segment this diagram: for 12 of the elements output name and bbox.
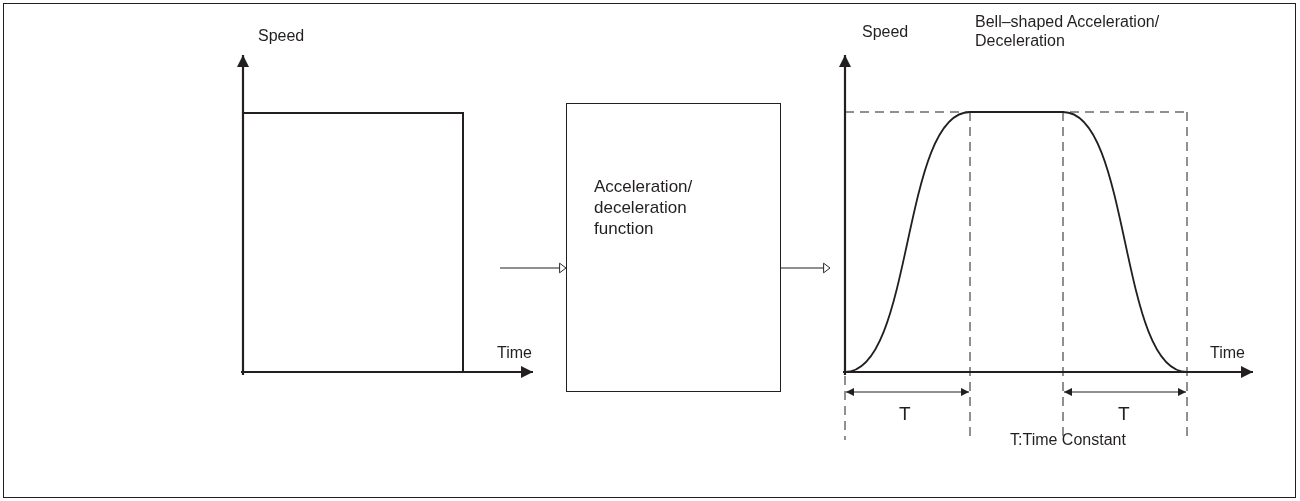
chart-title: Bell–shaped Acceleration/ Deceleration xyxy=(975,12,1161,50)
axis-label: Time xyxy=(1210,343,1245,362)
arrow xyxy=(499,262,567,274)
process-box xyxy=(566,103,781,392)
axis-label: Speed xyxy=(258,26,305,45)
box-text: Acceleration/ deceleration function xyxy=(594,176,694,239)
axis-label: Speed xyxy=(862,22,909,41)
dimension-label: T xyxy=(899,404,911,423)
arrow xyxy=(780,262,831,274)
dimension-label: T xyxy=(1118,404,1130,423)
note: T:Time Constant xyxy=(1010,430,1126,449)
axis-label: Time xyxy=(497,343,532,362)
